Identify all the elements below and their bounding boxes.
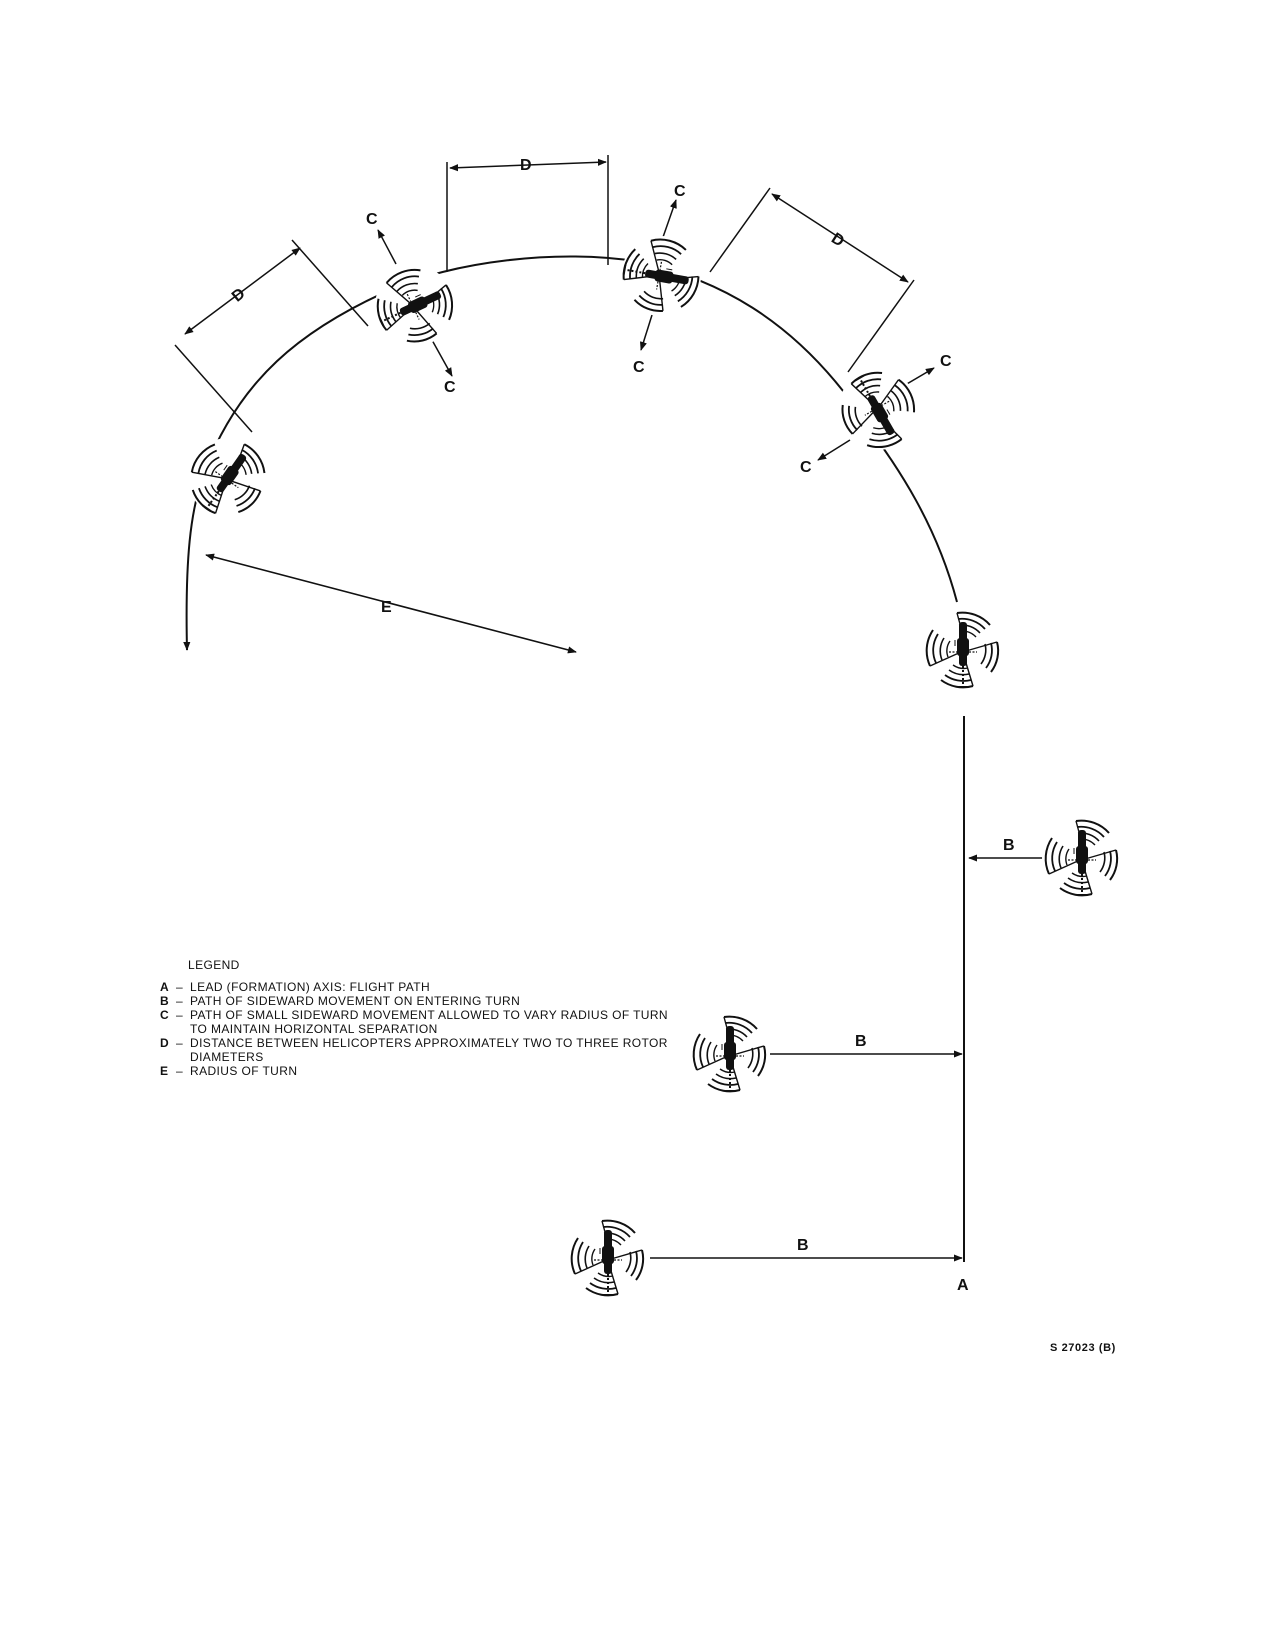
helicopter-rotor-icon (922, 609, 1004, 691)
legend-text: PATH OF SIDEWARD MOVEMENT ON ENTERING TU… (190, 994, 521, 1008)
distance-dimension-d-top (446, 155, 609, 272)
label-c-3: C (674, 183, 686, 200)
label-c-4: C (633, 359, 645, 376)
label-c-6: C (800, 459, 812, 476)
distance-dimension-d-right (709, 187, 915, 373)
legend-key: C (160, 1008, 170, 1022)
label-b-2: B (855, 1033, 867, 1050)
radius-dimension-e (205, 553, 577, 654)
helicopter-rotor-icon (822, 354, 934, 466)
label-c-2: C (444, 379, 456, 396)
legend-title: LEGEND (188, 958, 240, 972)
label-b-3: B (797, 1237, 809, 1254)
legend-item: C – PATH OF SMALL SIDEWARD MOVEMENT ALLO… (160, 1008, 680, 1036)
turn-arc-path (183, 255, 958, 651)
figure-id: S 27023 (B) (1050, 1342, 1116, 1354)
legend-key: E (160, 1064, 169, 1078)
small-sideward-arrows-c (377, 199, 935, 461)
legend-text: PATH OF SMALL SIDEWARD MOVEMENT ALLOWED … (190, 1008, 668, 1036)
helicopter-rotor-icon (1041, 817, 1123, 899)
label-c-5: C (940, 353, 952, 370)
helicopter-rotor-icon (689, 1013, 771, 1095)
legend-key: B (160, 994, 170, 1008)
legend-item: B – PATH OF SIDEWARD MOVEMENT ON ENTERIN… (160, 994, 680, 1008)
label-a: A (957, 1277, 969, 1294)
helicopter-rotor-icon (567, 1217, 649, 1299)
legend-text: LEAD (FORMATION) AXIS: FLIGHT PATH (190, 980, 431, 994)
legend-key: A (160, 980, 170, 994)
legend-text: RADIUS OF TURN (190, 1064, 298, 1078)
helicopter-rotor-icon (171, 421, 285, 535)
legend-item: E – RADIUS OF TURN (160, 1064, 680, 1078)
legend-item: D – DISTANCE BETWEEN HELICOPTERS APPROXI… (160, 1036, 680, 1064)
label-b-1: B (1003, 837, 1015, 854)
legend-text: DISTANCE BETWEEN HELICOPTERS APPROXIMATE… (190, 1036, 668, 1064)
helicopter-rotor-icon (613, 228, 709, 324)
label-e: E (381, 599, 392, 616)
legend: LEGEND A – LEAD (FORMATION) AXIS: FLIGHT… (160, 958, 680, 1078)
legend-item: A – LEAD (FORMATION) AXIS: FLIGHT PATH (160, 980, 680, 994)
distance-dimension-d-left (174, 239, 369, 433)
label-d-top: D (520, 157, 532, 174)
label-c-1: C (366, 211, 378, 228)
legend-key: D (160, 1036, 170, 1050)
label-d-right: D (828, 230, 847, 251)
